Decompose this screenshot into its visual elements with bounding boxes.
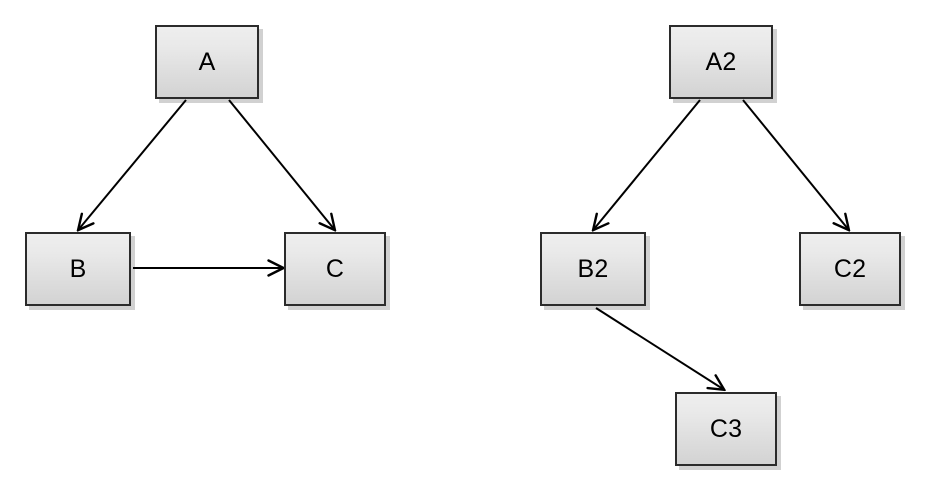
node-label-c3: C3 <box>709 414 743 443</box>
node-b2[interactable]: B2 <box>540 232 646 306</box>
node-a[interactable]: A <box>155 25 259 99</box>
node-label-a2: A2 <box>705 47 737 76</box>
node-label-a: A <box>198 47 216 76</box>
node-label-c2: C2 <box>833 254 867 283</box>
edge-a2-to-c2 <box>742 99 848 229</box>
edge-a2-to-b2 <box>594 99 701 229</box>
node-c[interactable]: C <box>284 232 386 306</box>
node-a2[interactable]: A2 <box>669 25 773 99</box>
edge-a-to-c <box>228 99 334 229</box>
edge-b2-to-c3 <box>595 307 723 389</box>
node-c3[interactable]: C3 <box>675 392 777 466</box>
edge-a-to-b <box>79 99 187 229</box>
node-label-b2: B2 <box>577 254 609 283</box>
node-label-c: C <box>325 254 345 283</box>
node-label-b: B <box>69 254 87 283</box>
node-c2[interactable]: C2 <box>799 232 901 306</box>
node-b[interactable]: B <box>25 232 131 306</box>
